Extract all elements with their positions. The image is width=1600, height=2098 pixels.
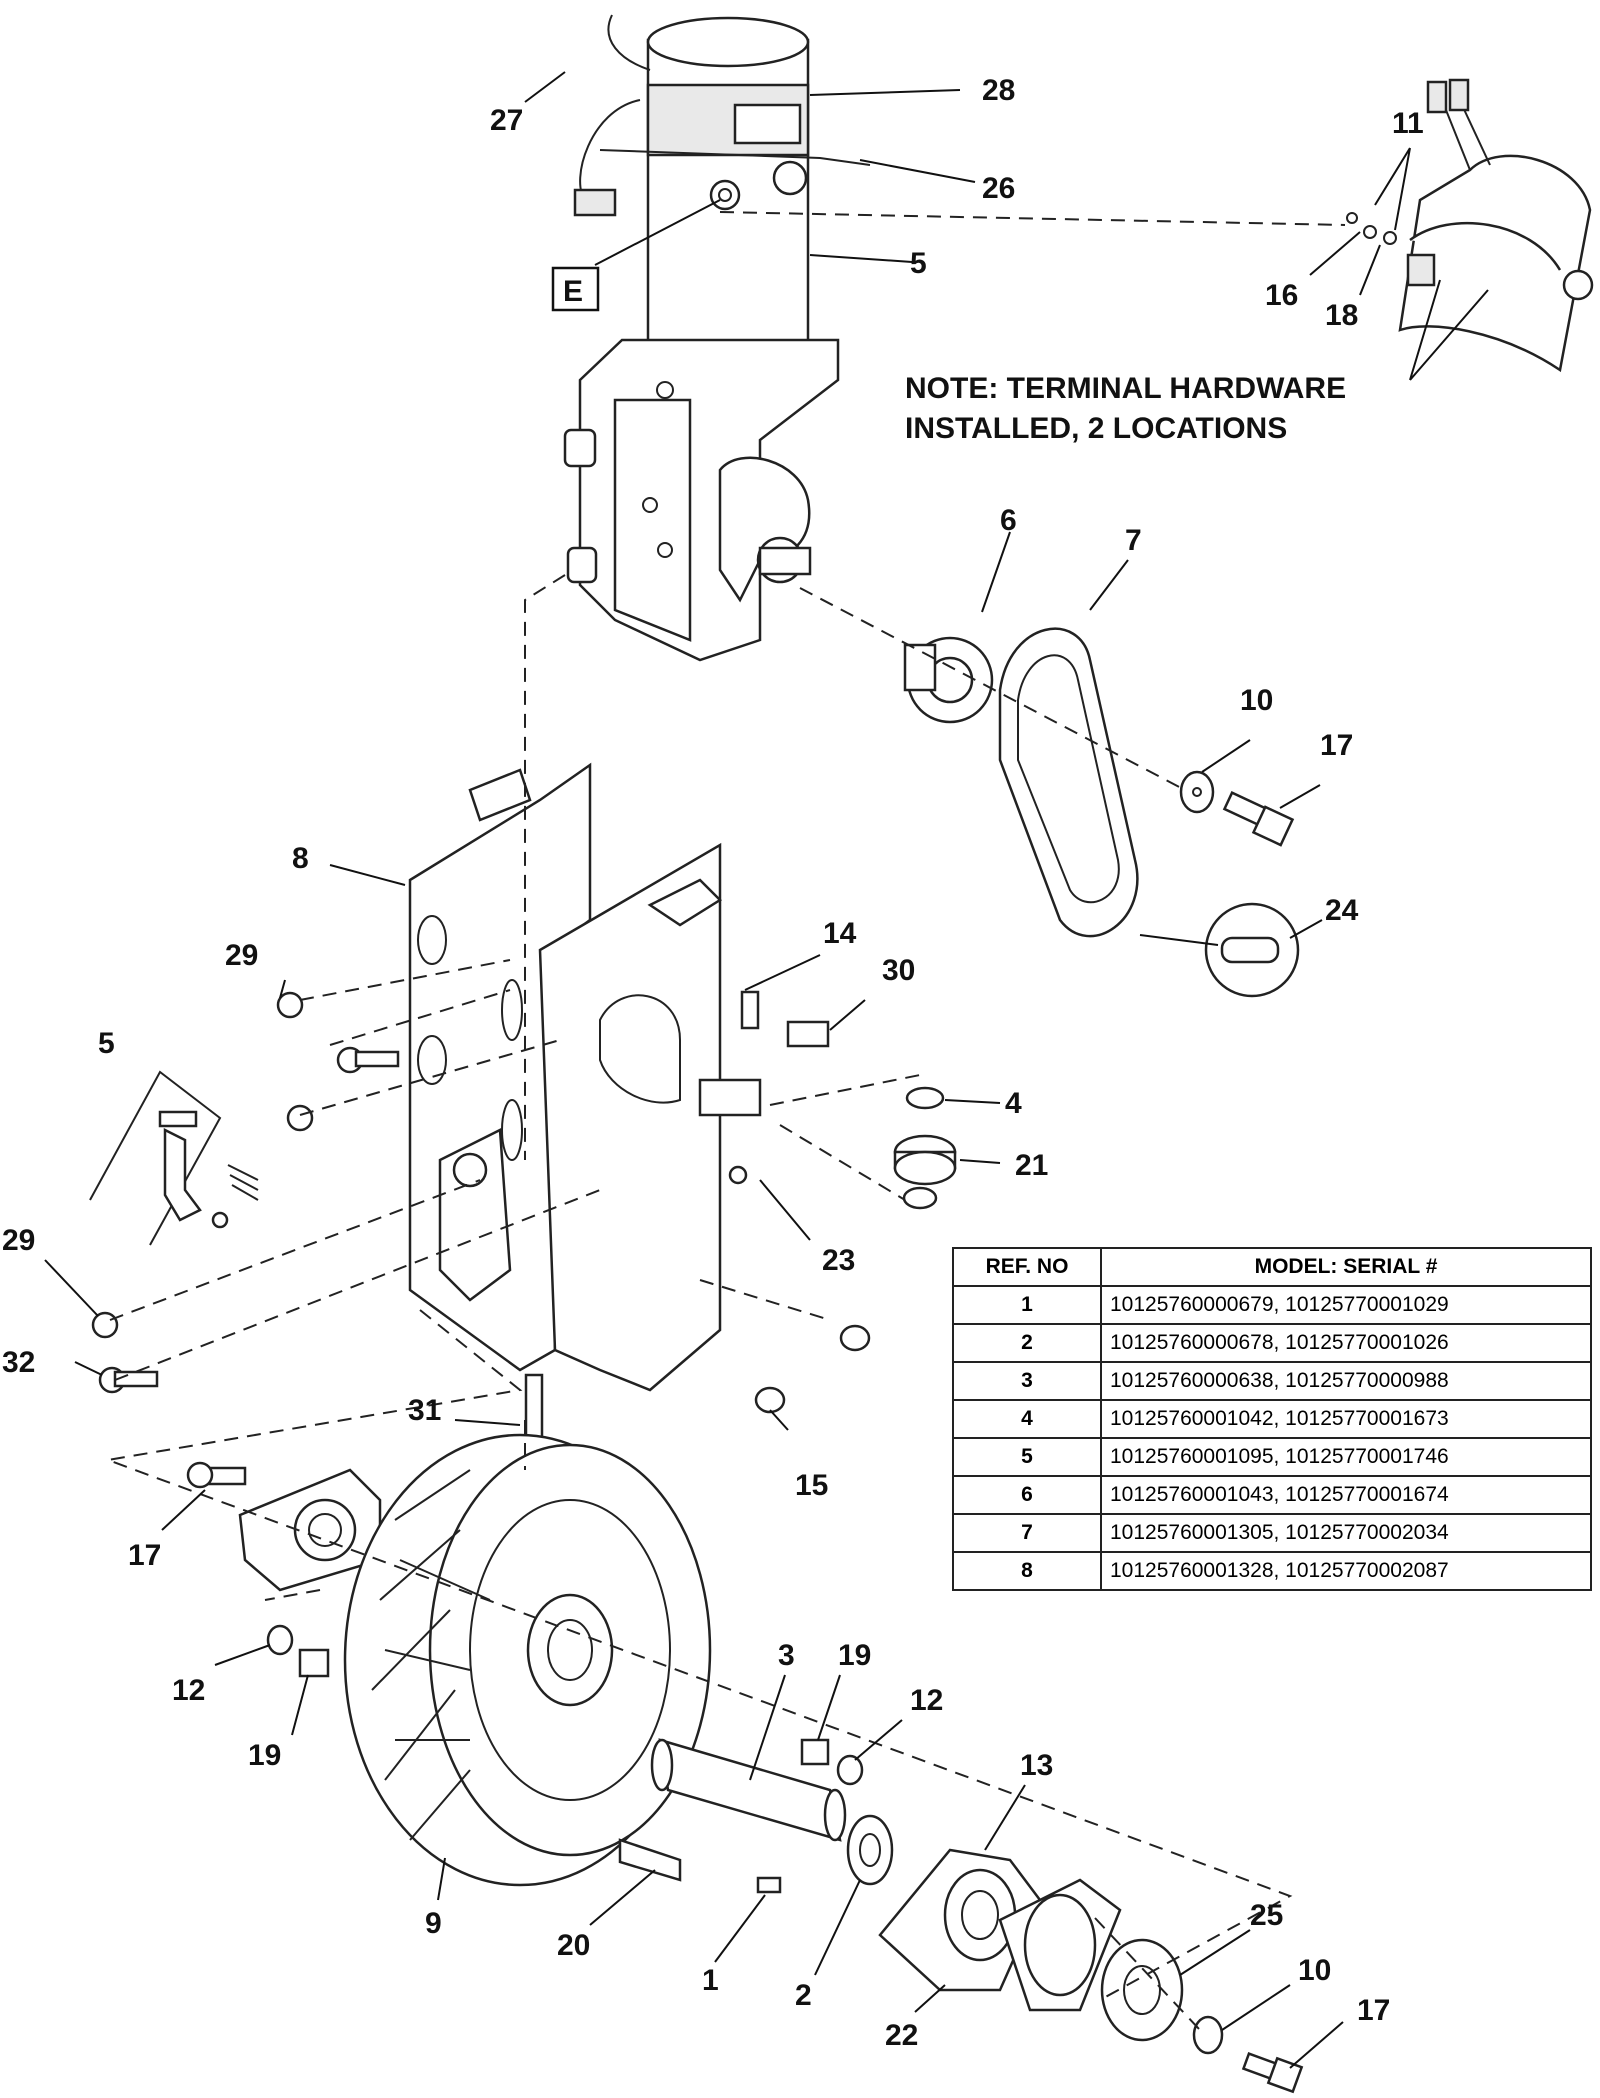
serial-cell: 10125760000638, 10125770000988 — [1100, 1361, 1592, 1401]
callout-25: 25 — [1250, 1899, 1283, 1932]
ref-cell: 2 — [952, 1323, 1102, 1363]
callout-2: 2 — [795, 1979, 812, 2012]
callout-16: 16 — [1265, 279, 1298, 312]
serial-cell: 10125760001042, 10125770001673 — [1100, 1399, 1592, 1439]
sprocket-lower — [1100, 1938, 1184, 2042]
callout-7: 7 — [1125, 524, 1142, 557]
serial-cell: 10125760000679, 10125770001029 — [1100, 1285, 1592, 1325]
assembly-lines — [104, 211, 1346, 2031]
callout-4: 4 — [1005, 1087, 1022, 1120]
callout-15: 15 — [795, 1469, 828, 1502]
ref-cell: 1 — [952, 1285, 1102, 1325]
serial-cell: 10125760001305, 10125770002034 — [1100, 1513, 1592, 1553]
note-line-2: INSTALLED, 2 LOCATIONS — [905, 412, 1287, 445]
sprocket-upper — [903, 636, 994, 724]
washer-top — [1179, 770, 1215, 814]
callout-31: 31 — [408, 1394, 441, 1427]
callout-28: 28 — [982, 74, 1015, 107]
ref-cell: 3 — [952, 1361, 1102, 1401]
callout-29-top: 29 — [225, 939, 258, 972]
callout-27: 27 — [490, 104, 523, 137]
callout-5-motor: 5 — [910, 247, 927, 280]
chain — [998, 627, 1139, 938]
callout-20: 20 — [557, 1929, 590, 1962]
header-model-serial: MODEL: SERIAL # — [1100, 1247, 1592, 1287]
flange-bearing-left — [186, 1461, 382, 1592]
callout-8: 8 — [292, 842, 309, 875]
axle — [650, 1738, 847, 1842]
gearbox — [563, 338, 840, 662]
header-ref-no: REF. NO — [952, 1247, 1102, 1287]
bolt-top — [1222, 791, 1295, 847]
ref-cell: 7 — [952, 1513, 1102, 1553]
callout-9: 9 — [425, 1907, 442, 1940]
detail-e-marker: E — [551, 266, 600, 312]
nut-washer-right — [800, 1738, 864, 1786]
ref-cell: 6 — [952, 1475, 1102, 1515]
table-header-row: REF. NO MODEL: SERIAL # — [952, 1247, 1592, 1287]
leader-lines — [44, 71, 1489, 2069]
callout-12-right: 12 — [910, 1684, 943, 1717]
mounting-bracket — [408, 762, 762, 1392]
callout-17-top: 17 — [1320, 729, 1353, 762]
callout-32: 32 — [2, 1346, 35, 1379]
terminal-note: NOTE: TERMINAL HARDWARE INSTALLED, 2 LOC… — [905, 372, 1346, 445]
serial-cell: 10125760000678, 10125770001026 — [1100, 1323, 1592, 1363]
linkage-kit — [89, 1070, 259, 1246]
callout-12-left: 12 — [172, 1674, 205, 1707]
detail-e-label: E — [563, 275, 583, 308]
callout-1: 1 — [702, 1964, 719, 1997]
ref-cell: 4 — [952, 1399, 1102, 1439]
callout-13: 13 — [1020, 1749, 1053, 1782]
callout-14: 14 — [823, 917, 857, 950]
callout-17-bottom: 17 — [1357, 1994, 1390, 2027]
callout-22: 22 — [885, 2019, 918, 2052]
callout-17-left: 17 — [128, 1539, 161, 1572]
washer-bottom — [1192, 2015, 1224, 2055]
callout-29-bottom: 29 — [2, 1224, 35, 1257]
bolt-bottom — [1241, 2052, 1304, 2094]
callout-30: 30 — [882, 954, 915, 987]
callout-5-kit: 5 — [98, 1027, 115, 1060]
key-short — [756, 1876, 782, 1894]
callout-18: 18 — [1325, 299, 1358, 332]
note-line-1: NOTE: TERMINAL HARDWARE — [905, 372, 1346, 405]
serial-cell: 10125760001328, 10125770002087 — [1100, 1551, 1592, 1591]
callout-3: 3 — [778, 1639, 795, 1672]
callout-24: 24 — [1325, 894, 1359, 927]
bearing-stack — [893, 1086, 957, 1210]
callout-19-left: 19 — [248, 1739, 281, 1772]
serial-cell: 10125760001043, 10125770001674 — [1100, 1475, 1592, 1515]
callout-labels: 27 28 26 5 11 16 18 6 7 10 17 24 8 29 14… — [2, 74, 1424, 2052]
callout-23: 23 — [822, 1244, 855, 1277]
callout-6: 6 — [1000, 504, 1017, 537]
callout-21: 21 — [1015, 1149, 1048, 1182]
key-long — [618, 1838, 682, 1882]
washer-2 — [846, 1814, 894, 1886]
ref-cell: 8 — [952, 1551, 1102, 1591]
motor — [573, 14, 871, 378]
flange-bearing-right — [878, 1848, 1122, 2012]
callout-26: 26 — [982, 172, 1015, 205]
chain-link — [1204, 902, 1300, 998]
callout-19-right: 19 — [838, 1639, 871, 1672]
serial-cell: 10125760001095, 10125770001746 — [1100, 1437, 1592, 1477]
washer-nut-left — [266, 1624, 330, 1678]
callout-10-bottom: 10 — [1298, 1954, 1331, 1987]
terminal-detail — [1346, 78, 1594, 373]
callout-10-top: 10 — [1240, 684, 1273, 717]
callout-11: 11 — [1392, 107, 1424, 140]
wheel — [343, 1433, 712, 1887]
ref-cell: 5 — [952, 1437, 1102, 1477]
